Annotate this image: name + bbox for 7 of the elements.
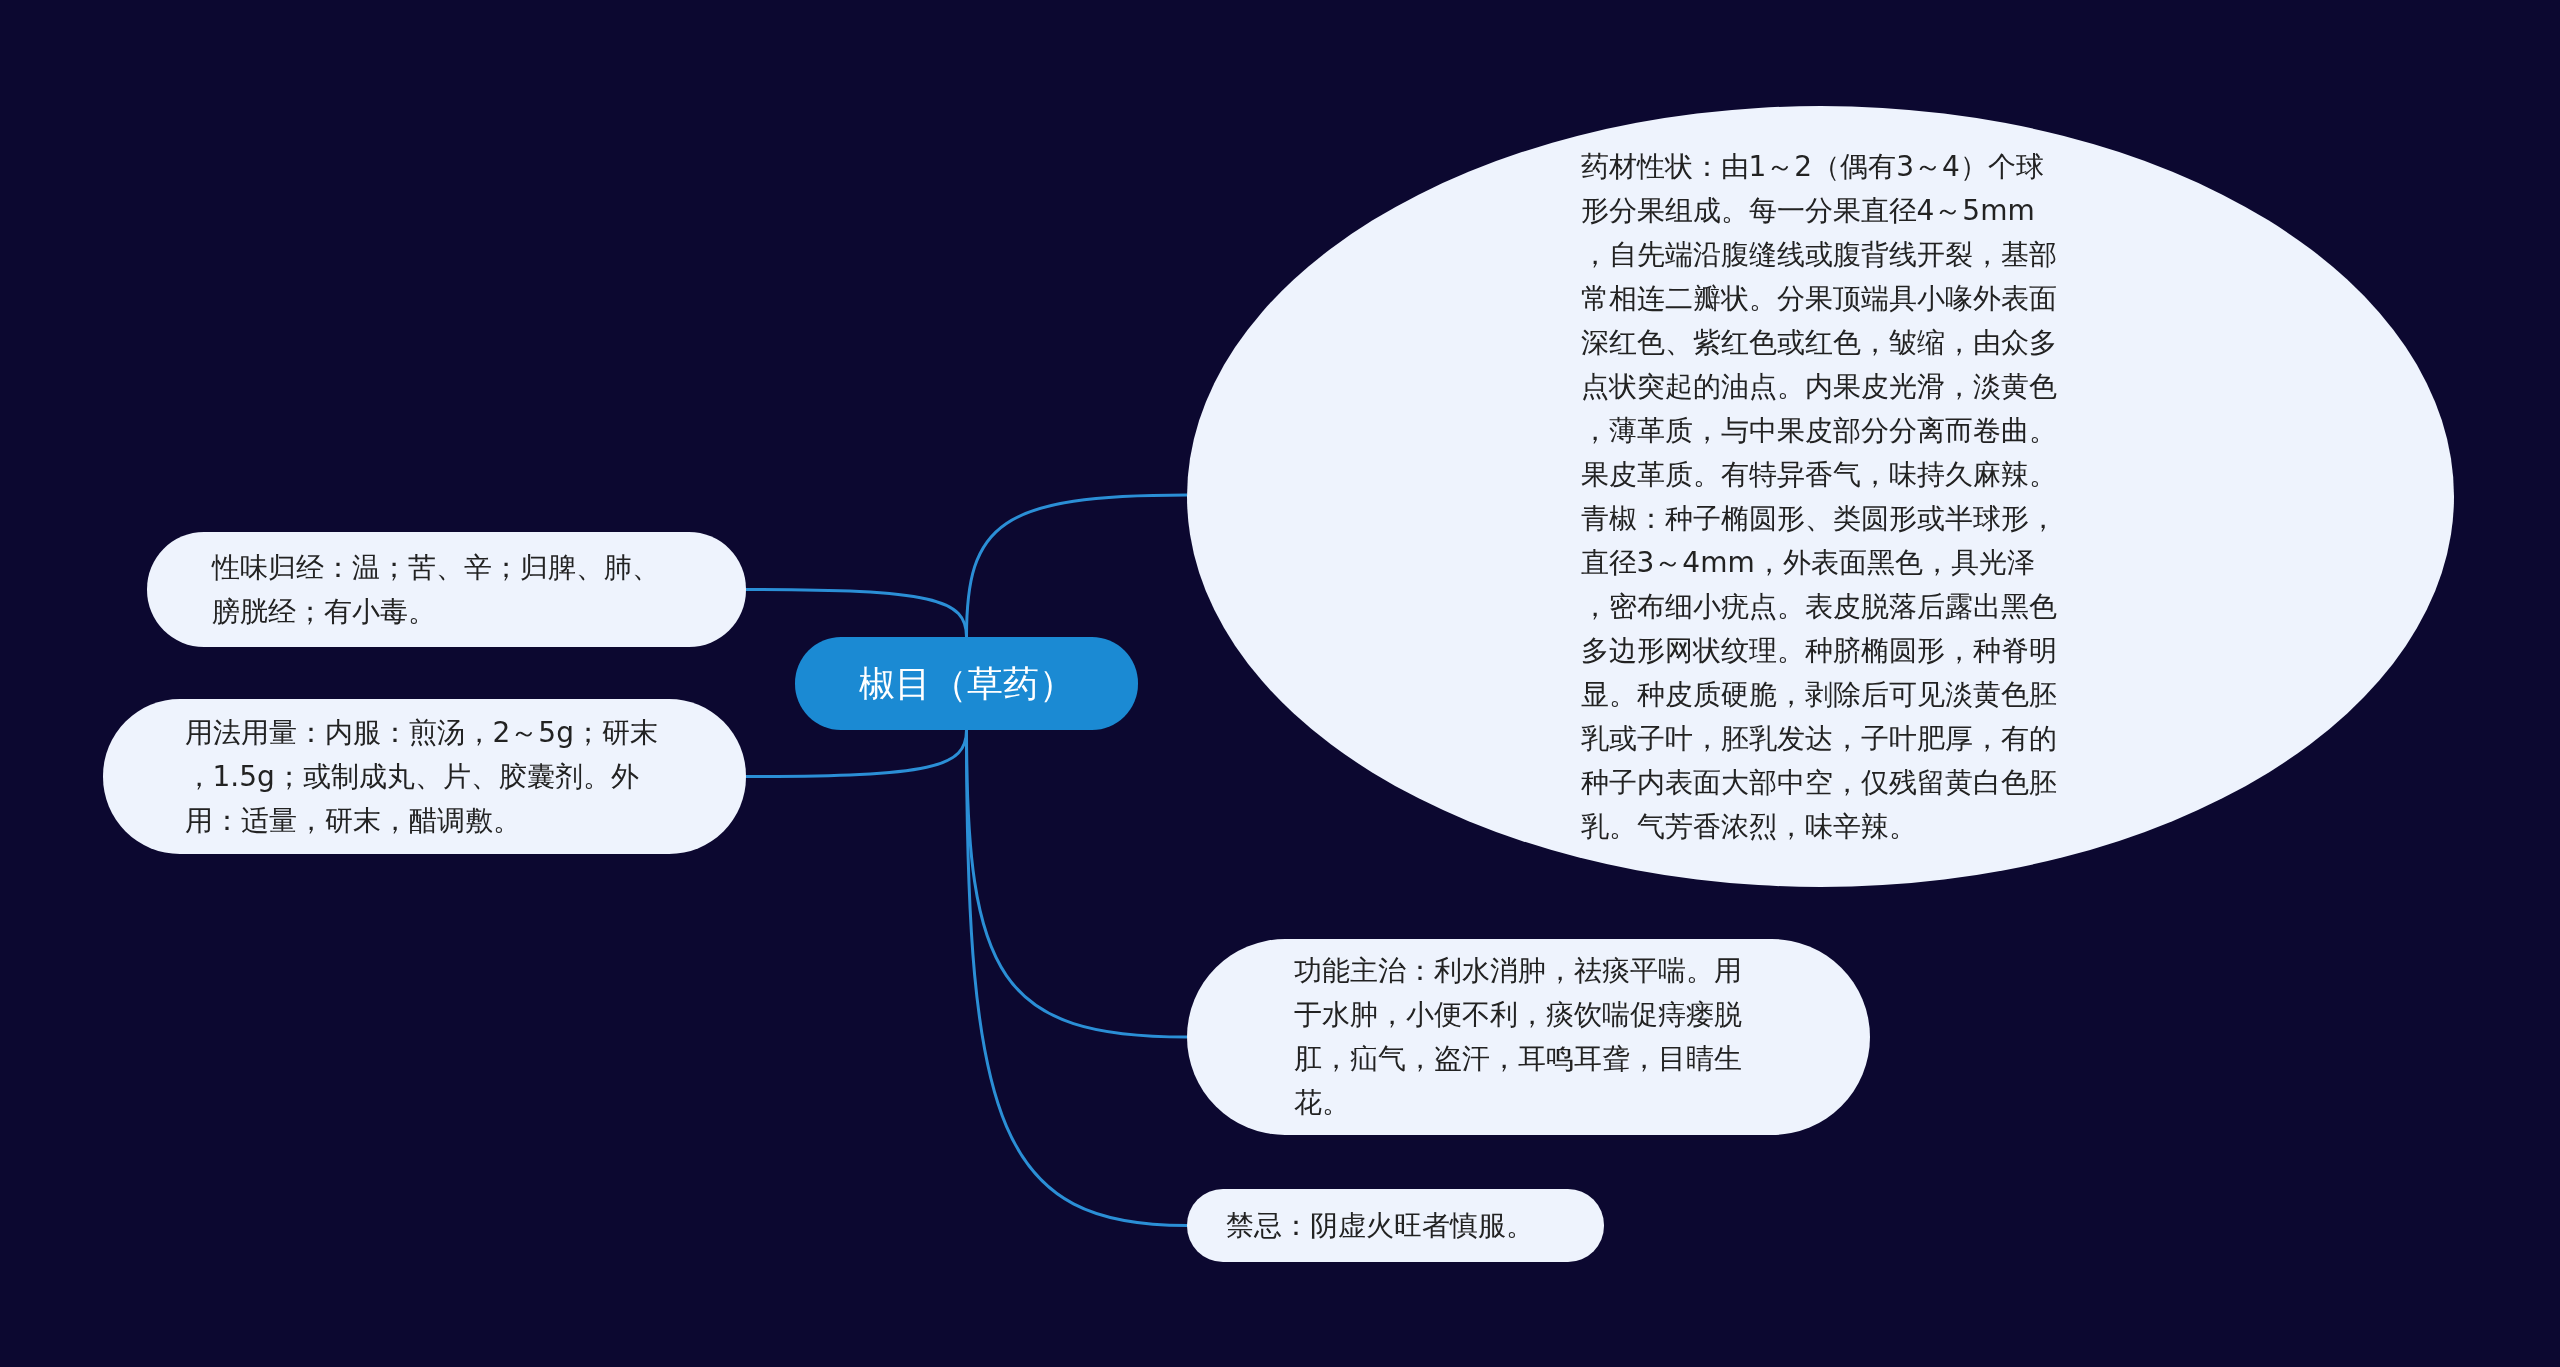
note-box: 性味归经：温；苦、辛；归脾、肺、膀胱经；有小毒。	[147, 532, 746, 647]
note-ellipse: 药材性状：由1～2（偶有3～4）个球形分果组成。每一分果直径4～5mm，自先端沿腹缝线或腹背线开裂，基部常相连二瓣状。分果顶端具小喙外表面深红色、紫红色或红色，皱缩，由众多点状突起的油点。内果皮光滑，淡黄色，薄革质，与中果皮部分分离而卷曲。果皮革质。有特异香气，味持久麻辣。青椒：种子椭圆形、类圆形或半球形，直径3～4mm，外表面黑色，具光泽，密布细小疣点。表皮脱落后露出黑色多边形网状纹理。种脐椭圆形，种脊明显。种皮质硬脆，剥除后可见淡黄色胚乳或子叶，胚乳发达，子叶肥厚，有的种子内表面大部中空，仅残留黄白色胚乳。气芳香浓烈，味辛辣。	[1187, 106, 2454, 887]
topic-box: 椒目（草药）	[795, 637, 1138, 730]
note-box: 用法用量：内服：煎汤，2～5g；研末，1.5g；或制成丸、片、胶囊剂。外用：适量，研末，醋调敷。	[103, 699, 746, 854]
note-box: 功能主治：利水消肿，祛痰平喘。用于水肿，小便不利，痰饮喘促痔瘘脱肛，疝气，盗汗，耳鸣耳聋，目睛生花。	[1187, 939, 1870, 1135]
note-box: 禁忌：阴虚火旺者慎服。	[1187, 1189, 1604, 1262]
connector-line	[746, 588, 968, 638]
